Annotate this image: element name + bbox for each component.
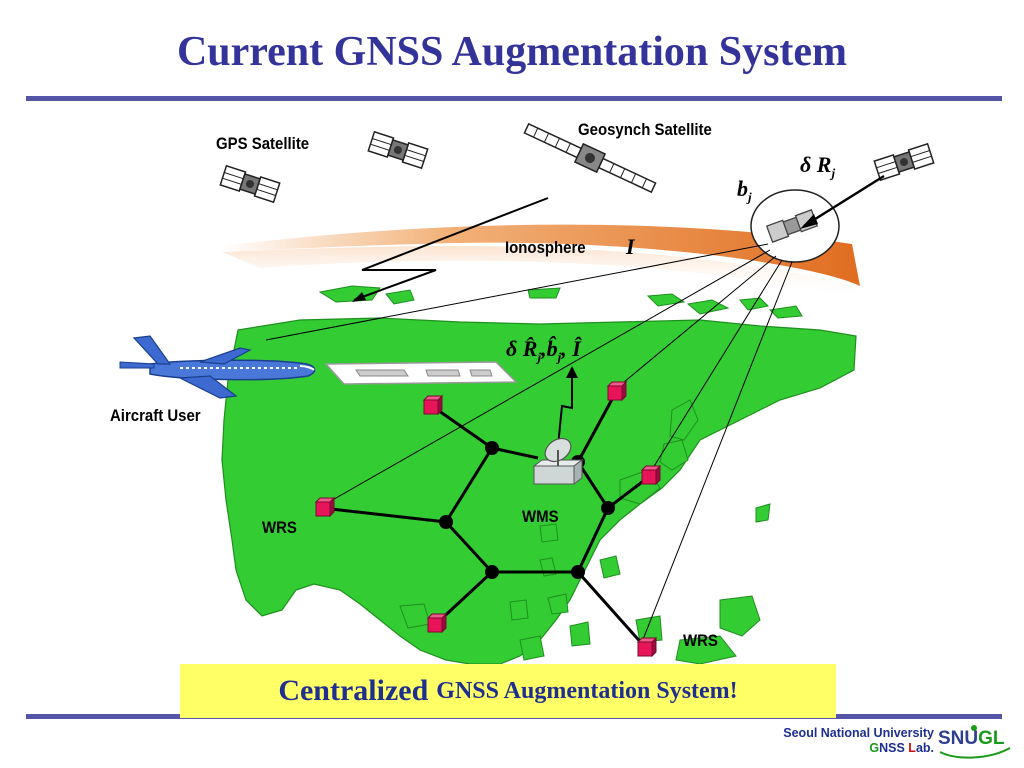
runway <box>324 361 518 385</box>
corrections-symbol: δ R̂j,b̂j, Î <box>506 336 581 365</box>
aircraft-icon <box>119 335 316 399</box>
signal-lines <box>265 243 793 643</box>
station-icon <box>636 636 658 658</box>
banner-emphasis: Centralized <box>278 674 429 707</box>
reference-stations <box>314 380 662 658</box>
ionosphere-label: Ionosphere <box>505 238 586 257</box>
landmass <box>221 317 857 665</box>
clock-bias-symbol: bj <box>737 176 752 205</box>
lightning-icon <box>353 197 549 301</box>
banner-text: GNSS Augmentation System! <box>436 677 738 704</box>
lab-name: GNSS Lab. <box>869 741 934 755</box>
footer-credit: Seoul National University GNSS Lab. <box>700 726 934 756</box>
conclusion-banner: Centralized GNSS Augmentation System! <box>180 664 836 718</box>
title-rule <box>26 96 1002 101</box>
wms-label: WMS <box>522 507 559 526</box>
lightning-icon <box>557 372 573 447</box>
slide-title: Current GNSS Augmentation System <box>176 29 848 75</box>
satellite-icon <box>219 164 281 204</box>
logo-text: SNUGL <box>938 728 1005 749</box>
university-name: Seoul National University <box>783 726 934 740</box>
satellite-icon <box>367 130 429 170</box>
logo-icon <box>939 725 1011 759</box>
ionosphere-band <box>222 224 860 286</box>
wrs-label-left: WRS <box>262 518 297 537</box>
land-islands-top <box>318 285 803 319</box>
wrs-label-right: WRS <box>683 631 718 650</box>
aircraft-user-label: Aircraft User <box>110 406 201 425</box>
station-icon <box>426 612 448 634</box>
station-icon <box>314 496 336 518</box>
satellite-icon <box>873 142 935 182</box>
dish-antenna-icon <box>532 437 584 485</box>
station-icon <box>640 464 662 486</box>
gps-satellite-label: GPS Satellite <box>216 134 310 153</box>
station-icon <box>422 394 444 416</box>
satellite-icon <box>765 209 819 243</box>
satellite-icon <box>523 122 657 194</box>
orbit-error-symbol: δ Rj <box>800 152 836 181</box>
ionosphere-symbol: I <box>626 234 635 259</box>
geosynch-satellite-label: Geosynch Satellite <box>578 120 712 139</box>
station-icon <box>606 380 628 402</box>
